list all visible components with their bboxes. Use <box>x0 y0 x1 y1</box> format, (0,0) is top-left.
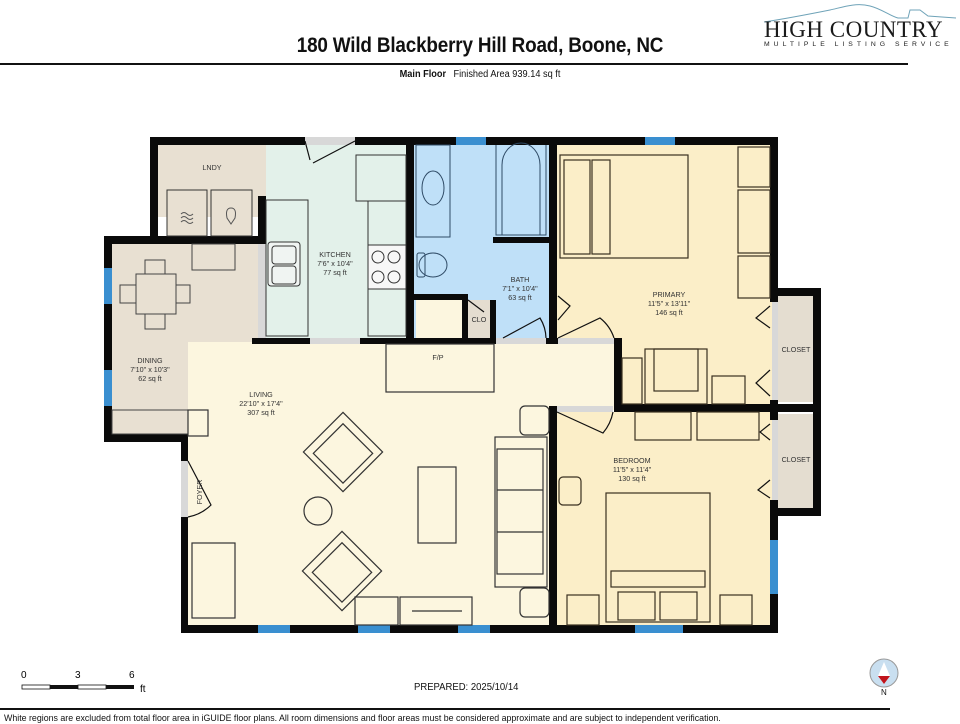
clo-floor <box>468 300 490 338</box>
scale-unit: ft <box>140 684 146 695</box>
bedroom-floor <box>557 412 773 627</box>
high-country-mls-logo: HIGH COUNTRY MULTIPLE LISTING SERVICE <box>760 0 960 52</box>
label-closet-bedroom: CLOSET <box>782 455 811 464</box>
windows <box>104 137 778 633</box>
scale-bar: 0 3 6 ft <box>21 670 146 695</box>
room-name-laundry: LNDY <box>202 163 221 172</box>
logo-name: HIGH COUNTRY <box>764 17 944 42</box>
finished-area: Finished Area 939.14 sq ft <box>453 69 561 80</box>
header-divider <box>0 63 908 65</box>
room-area-bedroom: 130 sq ft <box>618 474 646 483</box>
scale-tick-3: 3 <box>75 670 81 681</box>
floor-label: Main Floor <box>399 69 447 80</box>
room-fills <box>112 145 813 627</box>
room-dims-kitchen: 7'6" x 10'4" <box>317 259 353 268</box>
room-dims-primary: 11'5" x 13'11" <box>648 299 691 308</box>
primary-furniture <box>559 146 771 405</box>
prepared-date: PREPARED: 2025/10/14 <box>414 682 519 693</box>
room-area-dining: 62 sq ft <box>138 374 162 383</box>
room-name-dining: DINING <box>137 356 163 365</box>
footer-divider <box>0 708 890 710</box>
room-area-kitchen: 77 sq ft <box>323 268 347 277</box>
room-dims-dining: 7'10" x 10'3" <box>130 365 170 374</box>
closet-primary-floor <box>778 296 813 402</box>
label-clo: CLO <box>472 315 487 324</box>
room-dims-bedroom: 11'5" x 11'4" <box>613 465 652 474</box>
label-foyer: FOYER <box>195 480 204 505</box>
openings <box>181 137 778 517</box>
bath-fixtures <box>415 142 547 278</box>
floor-summary: Main Floor Finished Area 939.14 sq ft <box>38 69 921 80</box>
living-furniture <box>187 343 550 626</box>
label-fireplace: F/P <box>432 353 443 362</box>
hall-floor <box>553 342 618 410</box>
north-compass-icon: N <box>869 658 899 696</box>
room-dims-bath: 7'1" x 10'4" <box>502 284 538 293</box>
dryer <box>210 189 253 237</box>
bath-closet-floor <box>416 300 462 338</box>
logo-tagline: MULTIPLE LISTING SERVICE <box>764 41 953 48</box>
closet-bedroom-floor <box>778 414 813 508</box>
laundry-appliances <box>166 189 253 237</box>
floor-plan: LNDY KITCHEN 7'6" x 10'4" 77 sq ft BATH … <box>104 137 821 633</box>
living-floor <box>188 342 553 627</box>
bedroom-furniture <box>558 411 760 626</box>
room-name-kitchen: KITCHEN <box>319 250 351 259</box>
room-name-living: LIVING <box>249 390 273 399</box>
compass-north-label: N <box>881 688 887 696</box>
disclaimer-text: White regions are excluded from total fl… <box>4 713 721 723</box>
washer <box>166 189 208 237</box>
scale-tick-6: 6 <box>129 670 135 681</box>
room-name-primary: PRIMARY <box>653 290 686 299</box>
room-name-bath: BATH <box>511 275 530 284</box>
kitchen-fixtures <box>265 154 407 337</box>
fireplace <box>385 343 495 393</box>
room-area-bath: 63 sq ft <box>508 293 532 302</box>
page-title: 180 Wild Blackberry Hill Road, Boone, NC <box>296 34 664 57</box>
room-area-primary: 146 sq ft <box>655 308 683 317</box>
scale-tick-0: 0 <box>21 670 27 681</box>
room-name-bedroom: BEDROOM <box>613 456 650 465</box>
label-closet-primary: CLOSET <box>782 345 811 354</box>
room-dims-living: 22'10" x 17'4" <box>239 399 283 408</box>
door-swings <box>187 140 771 518</box>
mountain-outline-icon <box>763 4 957 23</box>
room-labels: LNDY KITCHEN 7'6" x 10'4" 77 sq ft BATH … <box>130 163 811 504</box>
room-area-living: 307 sq ft <box>247 408 275 417</box>
